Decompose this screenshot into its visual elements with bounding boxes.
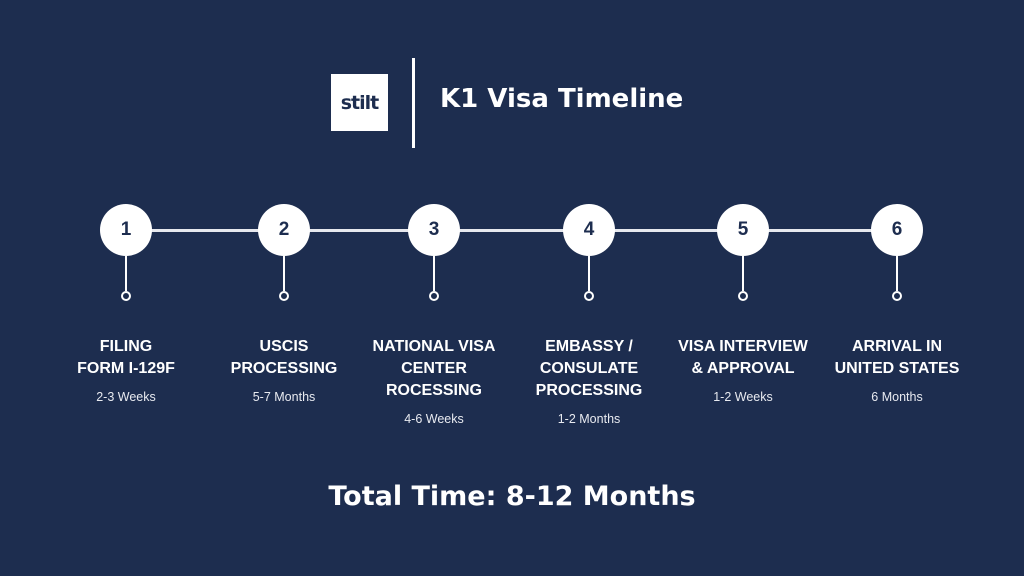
- timeline-line: [126, 229, 897, 232]
- step-5-duration: 1-2 Weeks: [713, 390, 773, 404]
- page-title: K1 Visa Timeline: [440, 84, 684, 114]
- step-5-label: VISA INTERVIEW& APPROVAL: [678, 338, 808, 377]
- logo-text: stilt: [340, 91, 379, 114]
- header-divider: [412, 58, 415, 148]
- stilt-logo: stilt: [331, 74, 388, 131]
- step-6-circle: 6: [871, 204, 923, 256]
- step-1-duration: 2-3 Weeks: [96, 390, 156, 404]
- step-1-ring-icon: [121, 291, 131, 301]
- step-3-ring-icon: [429, 291, 439, 301]
- step-3-duration: 4-6 Weeks: [404, 412, 464, 426]
- step-5-text: VISA INTERVIEW& APPROVAL 1-2 Weeks: [668, 336, 818, 404]
- step-5-ring-icon: [738, 291, 748, 301]
- step-2-ring-icon: [279, 291, 289, 301]
- step-6-ring-icon: [892, 291, 902, 301]
- step-3-stem: [433, 256, 435, 291]
- step-5-circle: 5: [717, 204, 769, 256]
- step-4-ring-icon: [584, 291, 594, 301]
- step-2-duration: 5-7 Months: [252, 390, 316, 404]
- step-6-duration: 6 Months: [871, 390, 923, 404]
- total-time: Total Time: 8-12 Months: [328, 481, 696, 512]
- step-4-duration: 1-2 Months: [557, 412, 621, 426]
- step-4-stem: [588, 256, 590, 291]
- step-1-circle: 1: [100, 204, 152, 256]
- step-2-circle: 2: [258, 204, 310, 256]
- step-6-stem: [896, 256, 898, 291]
- step-2-stem: [283, 256, 285, 291]
- step-4-circle: 4: [563, 204, 615, 256]
- step-5-stem: [742, 256, 744, 291]
- step-1-stem: [125, 256, 127, 291]
- step-3-circle: 3: [408, 204, 460, 256]
